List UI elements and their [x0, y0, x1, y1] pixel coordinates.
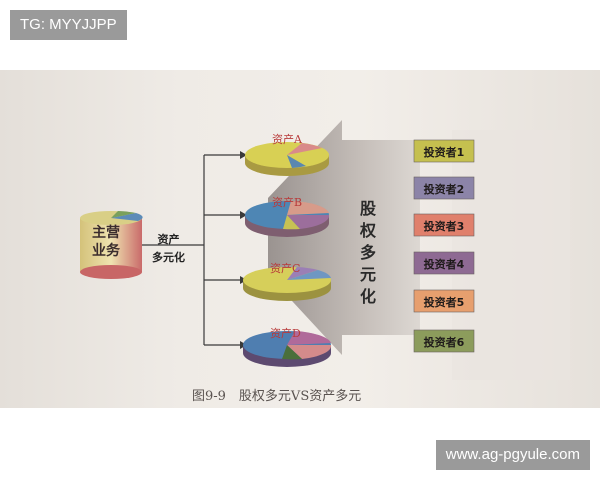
investor-label-2: 投资者2: [423, 183, 465, 196]
investor-box-2: [413, 176, 475, 200]
diagram-svg: [80, 120, 570, 380]
photo-area: 主营 业务 资产 多元化 资产A 资产B 资产C 资产D 股 权 多 元 化 投…: [0, 70, 600, 408]
asset-label-c: 资产C: [270, 262, 301, 275]
core-business-cylinder: [80, 211, 143, 279]
investor-label-4: 投资者4: [423, 258, 465, 271]
investor-box-1: [413, 139, 475, 163]
investor-label-6: 投资者6: [423, 336, 465, 349]
investor-label-5: 投资者5: [423, 296, 465, 309]
investor-box-5: [413, 289, 475, 313]
figure-caption: 图9-9 股权多元VS资产多元: [192, 389, 362, 404]
investor-box-4: [413, 251, 475, 275]
investor-box-3: [413, 213, 475, 237]
asset-diversification-label: 资产 多元化: [152, 233, 185, 264]
asset-pie-c: [243, 267, 331, 301]
watermark-top-left: TG: MYYJJPP: [10, 10, 127, 40]
investor-label-3: 投资者3: [423, 220, 465, 233]
asset-label-b: 资产B: [272, 196, 303, 209]
watermark-bottom-right: www.ag-pgyule.com: [435, 440, 590, 470]
connector-lines: [142, 154, 240, 346]
asset-label-a: 资产A: [272, 133, 302, 146]
asset-pie-d: [243, 331, 332, 367]
investor-label-1: 投资者1: [423, 146, 465, 159]
investor-box-6: [413, 329, 475, 353]
core-business-label: 主营 业务: [92, 225, 120, 259]
equity-diversification-label: 股 权 多 元 化: [359, 199, 376, 306]
arrowheads: [240, 151, 247, 349]
asset-pie-b: [245, 201, 330, 237]
asset-label-d: 资产D: [270, 327, 301, 340]
investor-boxes: [413, 139, 475, 353]
asset-pie-a: [245, 142, 329, 176]
